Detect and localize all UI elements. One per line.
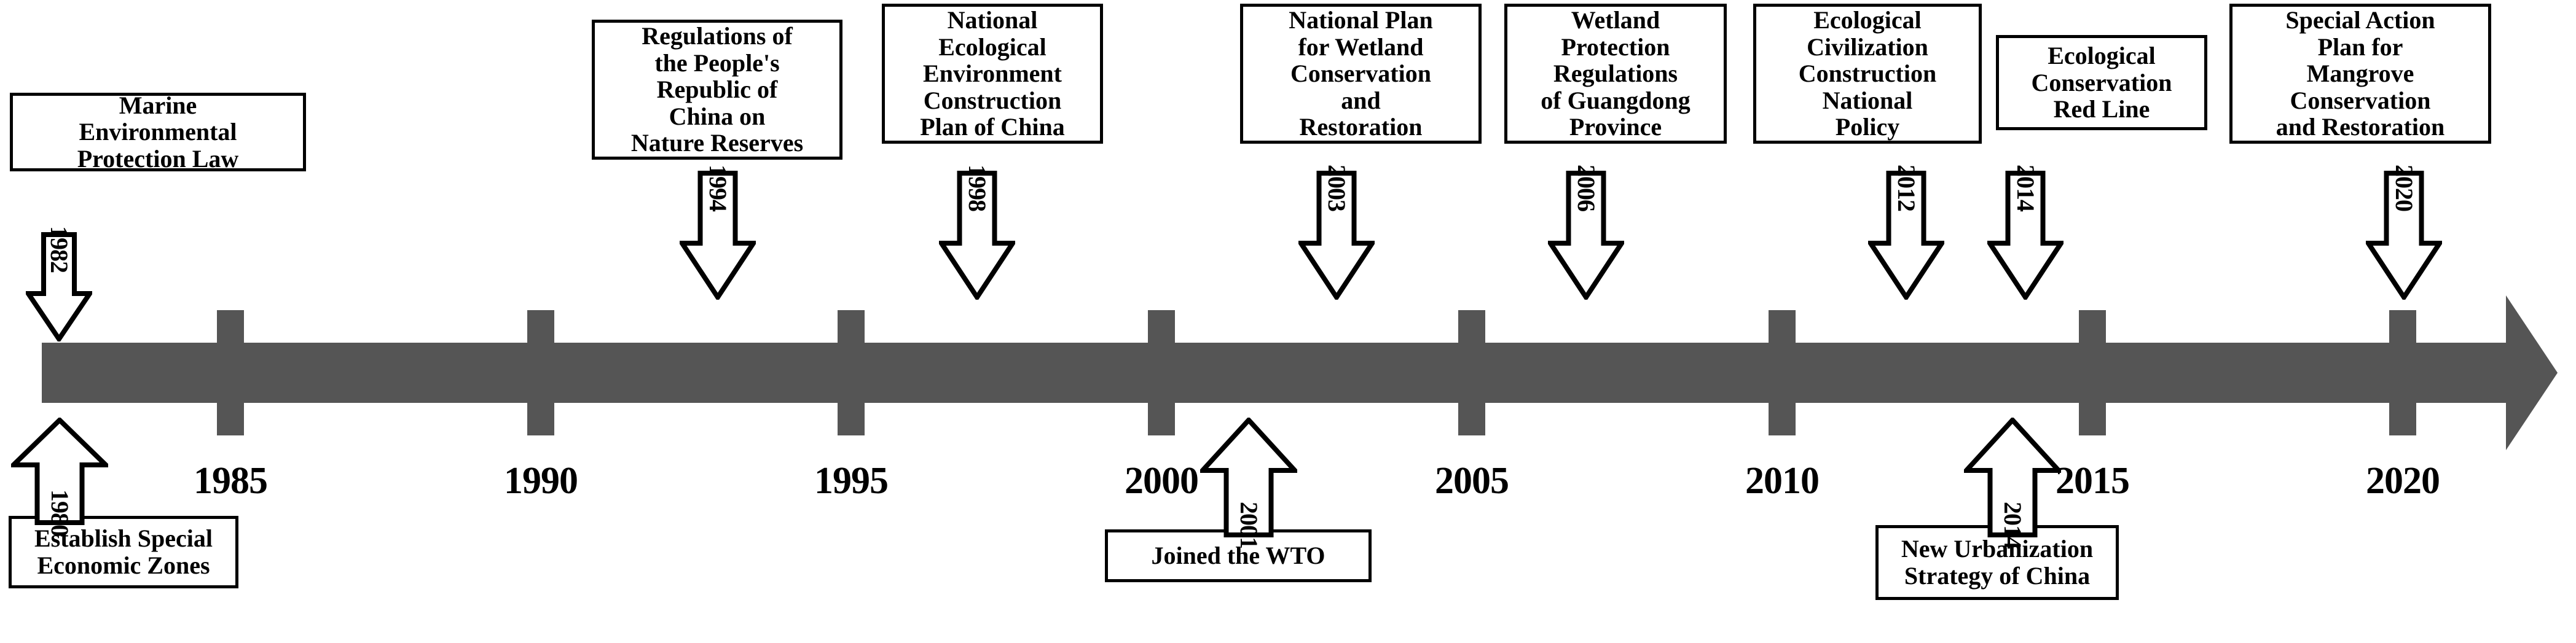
event-box-line: New Urbanization: [1901, 535, 2094, 563]
axis-year-label-2015: 2015: [2056, 460, 2130, 502]
event-box-line: Restoration: [1299, 113, 1423, 141]
event-arrow-up-icon-establish-special-economic-zones: 1980: [11, 418, 108, 536]
event-box-line: Ecological: [938, 33, 1046, 61]
timeline-tick-2020: [2389, 310, 2416, 435]
timeline-tick-1985: [217, 310, 244, 435]
event-box-line: Establish Special: [34, 524, 213, 553]
event-arrow-down-icon-regulations-nature-reserves: 1994: [680, 165, 756, 300]
event-box-line: Regulations of: [642, 22, 793, 50]
event-arrow-up-icon-new-urbanization-strategy-of-china: 2014: [1964, 418, 2061, 548]
axis-year-label-1990: 1990: [504, 460, 578, 502]
event-box-line: Construction: [1798, 60, 1937, 88]
timeline-tick-1990: [527, 310, 554, 435]
event-box-line: Nature Reserves: [630, 129, 804, 157]
event-box-line: National: [947, 6, 1038, 34]
event-arrow-down-icon-special-action-plan-mangrove: 2020: [2366, 165, 2442, 300]
event-box-line: Ecological: [1813, 6, 1922, 34]
event-box-line: Marine: [119, 91, 197, 119]
event-arrow-down-icon-marine-environmental-protection-law: 1982: [26, 226, 92, 341]
event-box-line: Special Action: [2285, 6, 2435, 34]
event-arrow-down-icon-ecological-civilization-construction-national-policy: 2012: [1868, 165, 1944, 300]
event-box-line: China on: [669, 102, 766, 130]
event-arrow-up-icon-joined-the-wto: 2001: [1200, 418, 1297, 548]
event-arrow-down-icon-national-ecological-environment-construction-plan: 1998: [939, 165, 1015, 300]
event-box-line: Republic of: [656, 76, 778, 104]
event-box-line: Province: [1569, 113, 1662, 141]
event-box-line: and Restoration: [2276, 113, 2445, 141]
event-box-line: Wetland: [1571, 6, 1660, 34]
event-box-line: the People's: [654, 49, 780, 77]
axis-year-label-2010: 2010: [1745, 460, 1820, 502]
event-box-line: National: [1822, 86, 1913, 114]
timeline-tick-2000: [1148, 310, 1175, 435]
axis-year-label-1985: 1985: [194, 460, 268, 502]
timeline-tick-2005: [1458, 310, 1485, 435]
event-box-line: Policy: [1835, 113, 1900, 141]
axis-year-label-2005: 2005: [1435, 460, 1509, 502]
event-box-line: National Plan: [1289, 6, 1433, 34]
timeline-bar: [42, 343, 2508, 403]
event-box-line: Protection Law: [77, 144, 239, 173]
axis-year-label-1995: 1995: [814, 460, 889, 502]
event-box-line: Plan of China: [920, 113, 1065, 141]
event-box-line: Ecological: [2048, 42, 2156, 70]
event-box-line: Plan for: [2317, 33, 2403, 61]
event-arrow-down-icon-national-plan-wetland-conservation-restoration: 2003: [1298, 165, 1375, 300]
event-box-line: Strategy of China: [1904, 562, 2091, 590]
event-box-line: Conservation: [2031, 68, 2172, 96]
event-box-line: Civilization: [1807, 33, 1928, 61]
event-box-line: Environment: [923, 60, 1062, 88]
timeline-tick-2015: [2079, 310, 2106, 435]
event-box-line: Conservation: [2290, 86, 2431, 114]
event-box-line: Economic Zones: [37, 551, 210, 579]
event-box-line: for Wetland: [1298, 33, 1424, 61]
event-box-line: Red Line: [2053, 95, 2150, 123]
event-arrow-down-icon-ecological-conservation-red-line: 2014: [1987, 165, 2064, 300]
event-box-line: and: [1341, 86, 1381, 114]
event-arrow-down-icon-wetland-protection-regulations-guangdong: 2006: [1548, 165, 1624, 300]
axis-year-label-2020: 2020: [2366, 460, 2440, 502]
event-box-joined-the-wto: Joined the WTO: [1105, 529, 1372, 582]
timeline-tick-1995: [838, 310, 865, 435]
axis-year-label-2000: 2000: [1125, 460, 1199, 502]
event-box-line: Conservation: [1290, 60, 1431, 88]
event-box-line: of Guangdong: [1541, 86, 1690, 114]
event-box-line: Construction: [923, 86, 1062, 114]
timeline-tick-2010: [1769, 310, 1796, 435]
timeline-arrowhead-icon: [2506, 295, 2558, 450]
event-box-line: Protection: [1561, 33, 1670, 61]
event-box-line: Joined the WTO: [1151, 542, 1325, 570]
event-box-line: Mangrove: [2306, 60, 2414, 88]
event-box-line: Regulations: [1553, 60, 1678, 88]
event-box-line: Environmental: [79, 118, 237, 146]
